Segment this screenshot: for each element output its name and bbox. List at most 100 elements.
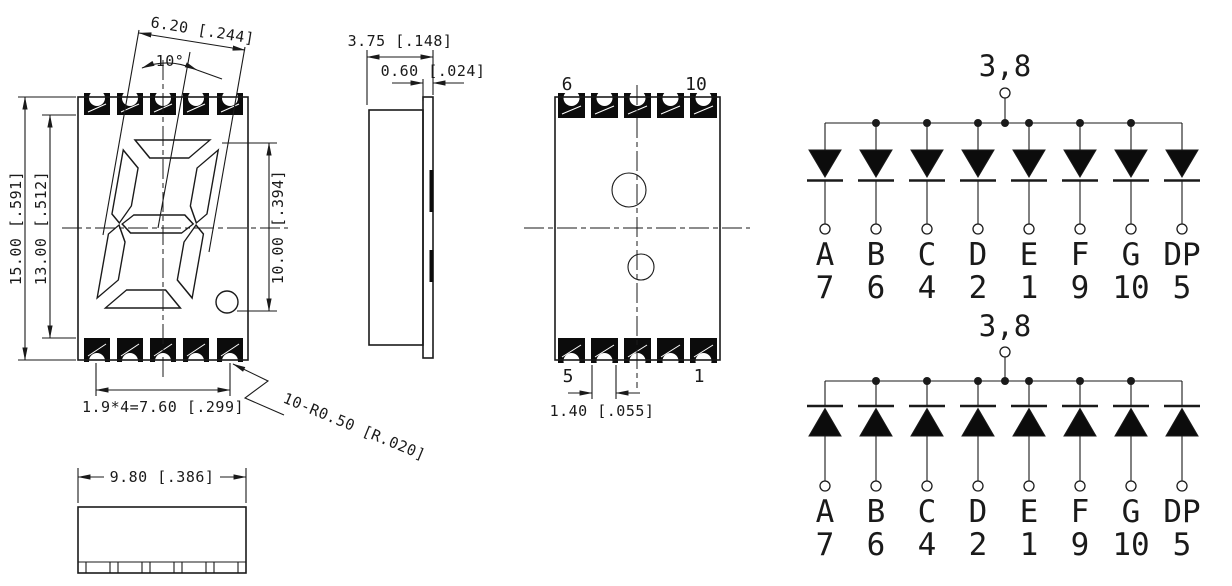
segment-label: G: [1122, 494, 1141, 530]
side-view: 3.75 [.148] 0.60 [.024]: [348, 32, 486, 359]
ext-line-right-slant: [208, 46, 246, 253]
pin-label: 9: [1071, 527, 1090, 563]
dim-angle-text: 10°: [156, 52, 185, 70]
diode-branch: [1011, 123, 1047, 235]
segment-label: F: [1071, 494, 1090, 530]
diode-branch: [807, 123, 843, 235]
common-pin-label: 3,8: [979, 49, 1031, 83]
segment-label: B: [867, 237, 886, 273]
pin-numbers-top: 7 6 4 2 1 9 10 5: [816, 270, 1192, 306]
pin-label: 2: [969, 527, 988, 563]
segment-label: D: [969, 237, 988, 273]
back-bottom-pads: [558, 338, 717, 369]
diode-branch: [960, 381, 996, 492]
segment-f: [111, 148, 139, 225]
dim-height-overall: 15.00 [.591]: [7, 96, 76, 361]
bottom-outline: [77, 506, 247, 574]
pin-number-1: 1: [694, 366, 705, 387]
pin-label: 10: [1112, 527, 1149, 563]
pin-label: 4: [918, 527, 937, 563]
diode-branches-up: [807, 381, 1200, 492]
diode-branch: [858, 123, 894, 235]
segment-label: G: [1122, 237, 1141, 273]
diode-branch: [909, 381, 945, 492]
dim-depth-text: 3.75 [.148]: [348, 32, 453, 50]
diode-branch: [960, 123, 996, 235]
segment-label: D: [969, 494, 988, 530]
diode-branch: [858, 381, 894, 492]
segment-label: DP: [1163, 494, 1200, 530]
common-pin-label: 3,8: [979, 309, 1031, 343]
dim-pad-pitch: 1.9*4=7.60 [.299]: [82, 363, 244, 416]
pin-label: 7: [816, 270, 835, 306]
diode-branch: [1164, 123, 1200, 235]
diode-branch: [909, 123, 945, 235]
segment-labels-bottom: A B C D E F G DP: [816, 494, 1201, 530]
diode-branch: [1011, 381, 1047, 492]
pin-label: 4: [918, 270, 937, 306]
pin-number-5: 5: [563, 366, 574, 387]
diode-branch: [1113, 381, 1149, 492]
segment-label: E: [1020, 237, 1039, 273]
segment-label: C: [918, 494, 937, 530]
segment-labels-top: A B C D E F G DP: [816, 237, 1201, 273]
digit-axis-line: [157, 51, 191, 229]
diode-branch: [1062, 381, 1098, 492]
segment-label: C: [918, 237, 937, 273]
diode-branches-down: [807, 123, 1200, 235]
pin-label: 2: [969, 270, 988, 306]
diode-branch: [1164, 381, 1200, 492]
dim-width: 9.80 [.386]: [77, 468, 247, 503]
back-view: 6 10 5 1 1.40 [.055]: [524, 74, 750, 420]
segment-b: [189, 148, 220, 225]
segment-label: F: [1071, 237, 1090, 273]
dim-lens-text: 0.60 [.024]: [381, 62, 486, 80]
diode-branch: [1113, 123, 1149, 235]
pin-label: 7: [816, 527, 835, 563]
pin-number-10: 10: [685, 74, 707, 95]
diode-branch: [807, 381, 843, 492]
back-hole-large: [611, 172, 647, 208]
segment-d: [103, 289, 182, 309]
dim-digit-height: 10.00 [.394]: [222, 142, 287, 312]
pin-label: 6: [867, 270, 886, 306]
segment-g: [121, 214, 195, 234]
pin-numbers-bottom: 7 6 4 2 1 9 10 5: [816, 527, 1192, 563]
ext-line-left-slant: [102, 29, 140, 236]
dim-pad-width: 1.40 [.055]: [550, 365, 655, 420]
dim-pad-width-text: 1.40 [.055]: [550, 402, 655, 420]
diode-branch: [1062, 123, 1098, 235]
pin-label: 1: [1020, 527, 1039, 563]
dim-height-body-text: 13.00 [.512]: [32, 171, 50, 285]
side-edge-pad: [429, 250, 434, 282]
decimal-point: [215, 290, 239, 314]
segment-label: A: [816, 494, 835, 530]
dim-width-text: 9.80 [.386]: [110, 468, 215, 486]
dim-depth: 3.75 [.148]: [348, 32, 453, 105]
segment-label: A: [816, 237, 835, 273]
segment-e: [96, 223, 126, 300]
pin-number-6: 6: [562, 74, 573, 95]
pin-label: 10: [1112, 270, 1149, 306]
circuit-common-bottom: 3,8 A B C D E F G DP 7 6: [807, 309, 1201, 563]
pin-label: 6: [867, 527, 886, 563]
segment-label: DP: [1163, 237, 1200, 273]
common-terminal: [999, 87, 1011, 99]
dim-angle: 10°: [141, 52, 223, 80]
pin-label: 9: [1071, 270, 1090, 306]
dim-height-overall-text: 15.00 [.591]: [7, 171, 25, 285]
side-edge-pad: [429, 170, 434, 212]
pin-label: 1: [1020, 270, 1039, 306]
side-substrate-outline: [422, 96, 434, 359]
bottom-strip-dividers: [85, 562, 239, 573]
bottom-view: 9.80 [.386]: [77, 468, 247, 574]
segment-label: B: [867, 494, 886, 530]
dim-height-body: 13.00 [.512]: [32, 114, 76, 339]
segment-c: [176, 223, 205, 300]
dim-lens: 0.60 [.024]: [381, 62, 486, 101]
pin-label: 5: [1173, 527, 1192, 563]
dim-pad-pitch-text: 1.9*4=7.60 [.299]: [82, 398, 244, 416]
